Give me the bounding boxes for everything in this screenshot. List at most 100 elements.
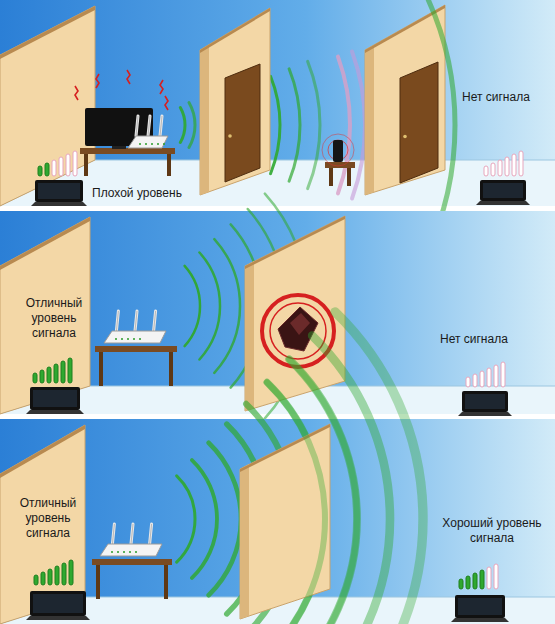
signal-bar: [66, 154, 70, 176]
laptop-display: [38, 183, 80, 199]
laptop-display: [33, 390, 77, 407]
table: [80, 148, 175, 176]
router-led: [115, 338, 117, 340]
table-leg: [96, 565, 100, 599]
left-wall: [0, 6, 95, 206]
router: [100, 524, 162, 556]
laptop-base: [451, 618, 509, 622]
router-led: [133, 338, 135, 340]
signal-bar: [47, 367, 51, 383]
router-body: [128, 136, 168, 148]
left-wall-top: [0, 217, 90, 270]
obstacle-shine: [290, 313, 310, 335]
wall-top: [200, 8, 270, 53]
router-antenna-edge: [135, 311, 137, 331]
cordless-phone: [333, 140, 343, 162]
router-antenna: [131, 524, 133, 544]
laptop: [458, 391, 512, 416]
interference-mark: [165, 96, 168, 110]
signal-bars: [459, 564, 498, 589]
door-leaf: [400, 62, 438, 183]
router-antenna: [160, 116, 162, 136]
partition-wall: [365, 5, 445, 195]
signal-wave: [209, 443, 241, 596]
signal-label: Хороший уровень сигнала: [440, 516, 544, 546]
router-antenna-edge: [148, 116, 150, 136]
interference-ring: [322, 134, 354, 166]
signal-bar: [501, 362, 505, 387]
laptop-screen: [455, 595, 505, 618]
signal-bar: [480, 570, 484, 589]
laptop: [26, 387, 84, 414]
obstacle-ring: [270, 303, 326, 359]
router-led: [135, 551, 137, 553]
signal-bar: [494, 365, 498, 387]
tv-stand: [112, 146, 126, 149]
laptop-base: [476, 201, 530, 205]
table-top: [92, 559, 172, 565]
signal-wave: [185, 266, 200, 346]
signal-bar: [494, 564, 498, 589]
signal-bars: [38, 151, 77, 176]
laptop: [451, 595, 509, 622]
router-led: [121, 338, 123, 340]
signal-bar: [61, 361, 65, 383]
signal-wave: [308, 61, 320, 188]
router-antenna: [148, 116, 150, 136]
laptop-screen: [30, 387, 80, 410]
signal-bar: [73, 151, 77, 176]
router-antenna: [135, 311, 137, 331]
router-antenna: [136, 116, 138, 136]
signal-bar: [484, 166, 488, 176]
signal-wave: [289, 359, 357, 624]
signal-label: Отличный уровень сигнала: [8, 496, 88, 541]
router-antenna-edge: [131, 524, 133, 544]
table-top: [80, 148, 175, 154]
router-body: [100, 544, 162, 556]
router-led: [127, 338, 129, 340]
signal-wave: [289, 69, 300, 181]
signal-bar: [473, 374, 477, 387]
interference-mark: [75, 86, 78, 100]
signal-wave: [192, 460, 217, 578]
table-top: [325, 162, 355, 168]
router-antenna-edge: [150, 524, 152, 544]
signal-bar: [480, 371, 484, 387]
router-antenna: [150, 524, 152, 544]
laptop-base: [31, 202, 87, 206]
table-leg: [347, 168, 351, 186]
router-led: [163, 143, 165, 145]
partition-wall: [245, 216, 345, 411]
signal-bar: [505, 157, 509, 176]
signal-bar: [519, 151, 523, 176]
signal-label: Нет сигнала: [462, 90, 548, 105]
table-leg: [167, 154, 171, 176]
door-knob: [403, 135, 407, 139]
interference-mark: [127, 70, 130, 84]
signal-bar: [41, 572, 45, 585]
table-leg: [99, 352, 103, 386]
router-led: [123, 551, 125, 553]
panel-obstacle: [0, 194, 555, 419]
signal-bar: [466, 576, 470, 589]
partition-wall: [200, 8, 270, 195]
left-wall-top: [0, 6, 95, 59]
signal-bar: [54, 364, 58, 383]
table-leg: [84, 154, 88, 176]
floor: [0, 160, 555, 206]
router-antenna-edge: [160, 116, 162, 136]
signal-bars: [484, 151, 523, 176]
interference-mark: [160, 80, 163, 94]
signal-bar: [34, 575, 38, 585]
table: [92, 559, 172, 599]
router: [128, 116, 168, 148]
signal-wave: [189, 103, 195, 148]
laptop: [31, 180, 87, 206]
signal-bar: [473, 573, 477, 589]
table-leg: [169, 352, 173, 386]
wall-edge: [200, 45, 209, 195]
router-antenna: [116, 311, 118, 331]
signal-bar: [512, 154, 516, 176]
wall-top: [245, 216, 345, 269]
signal-label: Нет сигнала: [440, 332, 530, 347]
